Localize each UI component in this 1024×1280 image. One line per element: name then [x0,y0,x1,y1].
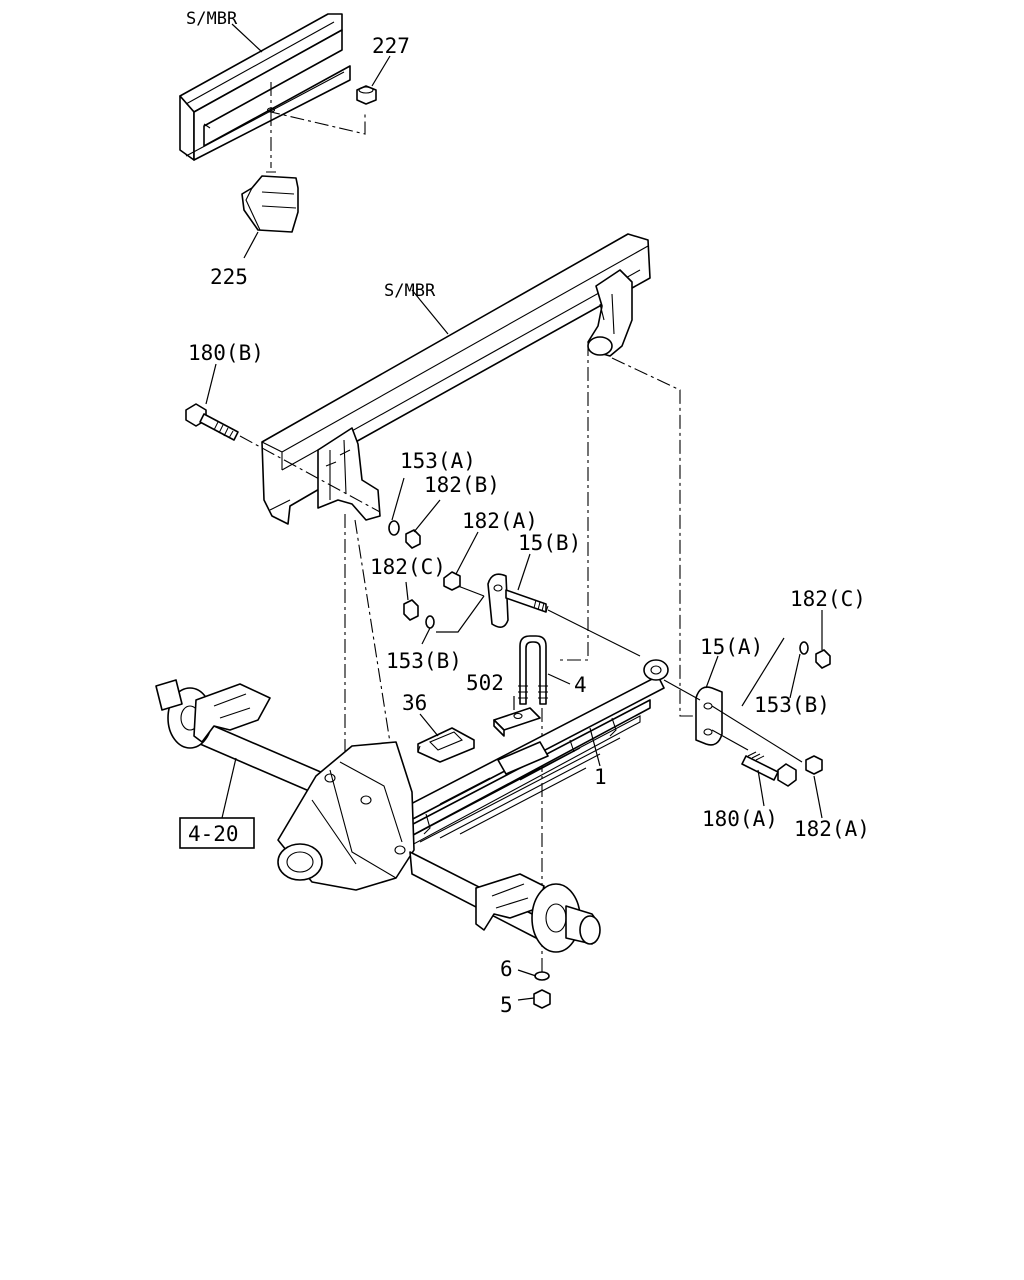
label-182b: 182(B) [424,473,500,497]
washer-153b-right [799,641,809,655]
nut-182c-right [815,649,831,669]
label-153b-right: 153(B) [754,693,830,717]
label-182c-right: 182(C) [790,587,866,611]
label-s-mbr-top: S/MBR [186,9,238,29]
nut-5 [533,989,551,1009]
assembly-line-180b [239,435,381,513]
bumper-225 [241,171,299,233]
nut-182c-left [403,599,419,621]
label-180a: 180(A) [702,807,778,831]
axle-housing [155,679,601,953]
label-5: 5 [500,993,513,1017]
bolt-180a [741,751,797,787]
label-182a-right: 182(A) [794,817,870,841]
frame-member-main [261,233,651,525]
label-4: 4 [574,673,587,697]
label-15b: 15(B) [518,531,581,555]
washer-6 [534,971,550,981]
label-182a-left: 182(A) [462,509,538,533]
leaf-spring-1 [367,659,669,847]
spacer-502 [493,707,541,737]
label-225: 225 [210,265,248,289]
label-6: 6 [500,957,513,981]
label-153b-left: 153(B) [386,649,462,673]
u-bolt-4 [518,635,548,705]
label-ref-4-20: 4-20 [188,822,239,846]
shackle-15a [663,679,803,763]
washer-153b-left [425,615,435,629]
assembly-line-227 [270,82,366,135]
label-227: 227 [372,34,410,58]
leader-lines [205,23,823,1001]
assembly-line-front-hanger-2 [354,519,401,807]
reference-4-20[interactable]: 4-20 [179,817,255,849]
label-153a: 153(A) [400,449,476,473]
label-s-mbr-main: S/MBR [384,281,436,301]
nut-182a-left [443,571,461,591]
assembly-line-rear-hanger [560,342,589,661]
label-180b: 180(B) [188,341,264,365]
label-36: 36 [402,691,427,715]
frame-member-top [179,13,351,161]
bolt-180b [185,403,239,441]
nut-182a-right [805,755,823,775]
label-1: 1 [594,765,607,789]
nut-227 [356,85,377,105]
label-502: 502 [466,671,504,695]
seat-36 [417,727,475,763]
washer-153a [388,520,400,536]
nut-182b [405,529,421,549]
shackle-15b [487,573,641,657]
assembly-line-rear-shackle [611,357,696,717]
label-182c-left: 182(C) [370,555,446,579]
label-15a: 15(A) [700,635,763,659]
frame-hole [266,107,276,113]
